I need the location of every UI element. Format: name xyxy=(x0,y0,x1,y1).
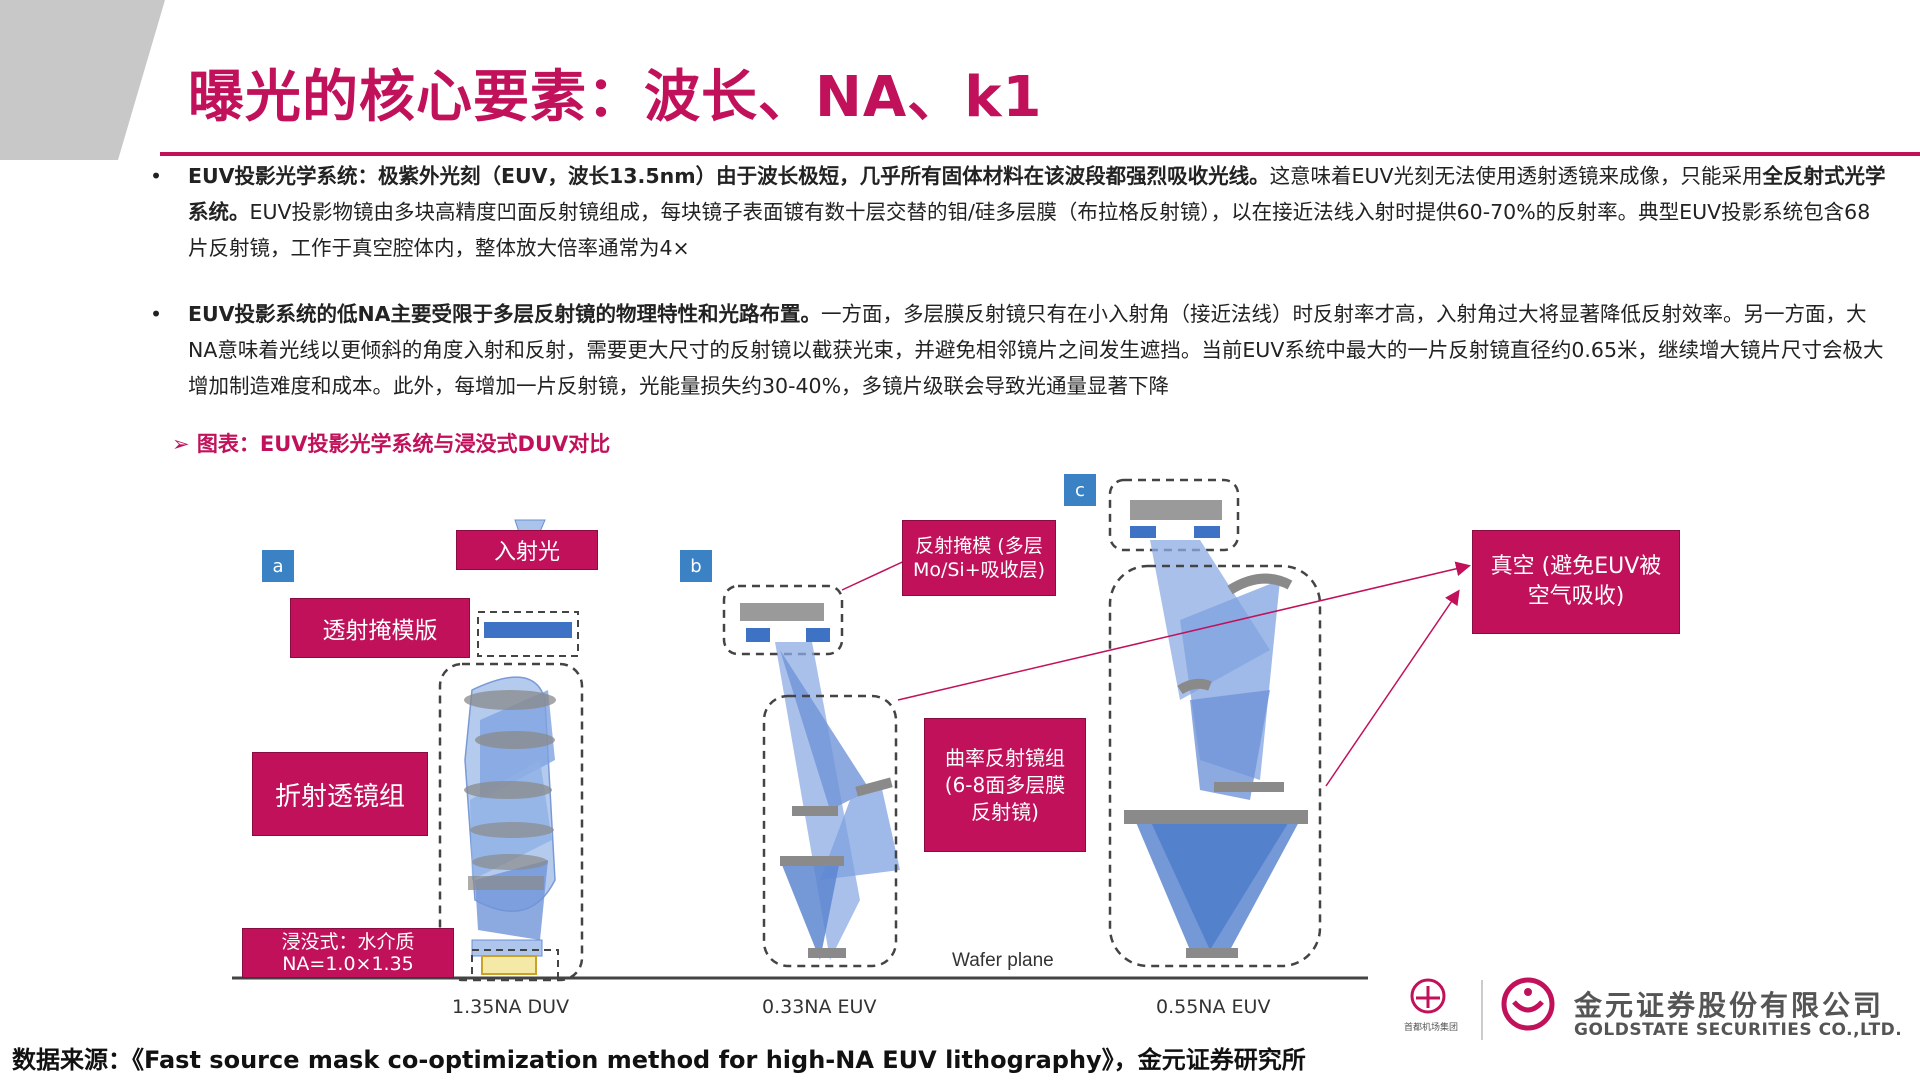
vacuum-arrow-1 xyxy=(897,561,1471,701)
vacuum-arrow-2 xyxy=(1325,589,1460,787)
duv-immersion-dashed xyxy=(471,949,559,979)
panel-c-label: c xyxy=(1064,474,1096,506)
label-immersion-line2: NA=1.0×1.35 xyxy=(282,953,414,975)
bullet-text: EUV投影光学系统：极紫外光刻（EUV，波长13.5nm）由于波长极短，几乎所有… xyxy=(188,158,1890,266)
bullet-dot: • xyxy=(150,302,163,326)
company-logo: 首都机场集团 xyxy=(1404,977,1555,1040)
bullet-plain-text-2: EUV投影物镜由多块高精度凹面反射镜组成，每块镜子表面镀有数十层交替的钼/硅多层… xyxy=(188,200,1871,260)
bullet-bold-text-2: 全反射式光学系统。 xyxy=(188,164,1886,224)
euv055-mirrors-dashed xyxy=(1108,564,1322,968)
euv033-mask-dashed xyxy=(722,584,844,656)
euv033-mirrors-dashed xyxy=(762,694,898,968)
label-incident-light: 入射光 xyxy=(456,530,598,570)
panel-a-label: a xyxy=(262,550,294,582)
wafer-plane-label: Wafer plane xyxy=(952,950,1054,971)
airport-logo-icon: 首都机场集团 xyxy=(1404,978,1458,1033)
euv055-mask-dashed xyxy=(1108,478,1240,552)
figure-caption: ➢ 图表：EUV投影光学系统与浸没式DUV对比 xyxy=(172,432,611,456)
na-label-duv: 1.35NA DUV xyxy=(452,996,570,1018)
bullet-text: EUV投影系统的低NA主要受限于多层反射镜的物理特性和光路布置。一方面，多层膜反… xyxy=(188,296,1890,404)
euv055-optics xyxy=(1108,478,1322,968)
na-label-euv055: 0.55NA EUV xyxy=(1156,996,1271,1018)
page-title: 曝光的核心要素：波长、NA、k1 xyxy=(188,65,1043,130)
bullet-euv-optics: • EUV投影光学系统：极紫外光刻（EUV，波长13.5nm）由于波长极短，几乎… xyxy=(150,158,1890,266)
duv-lens-dashed xyxy=(438,662,584,982)
euv033-optics xyxy=(722,584,900,968)
data-source: 数据来源：《Fast source mask co-optimization m… xyxy=(12,1046,1306,1074)
label-reflective-mask: 反射掩模 (多层Mo/Si+吸收层) xyxy=(902,520,1056,596)
na-label-euv033: 0.33NA EUV xyxy=(762,996,877,1018)
label-curved-mirror-group: 曲率反射镜组 (6-8面多层膜反射镜) xyxy=(924,718,1086,852)
label-refractive-lens-group: 折射透镜组 xyxy=(252,752,428,836)
bullet-bold-text: EUV投影系统的低NA主要受限于多层反射镜的物理特性和光路布置。 xyxy=(188,302,822,326)
logo-company-en: GOLDSTATE SECURITIES CO.,LTD. xyxy=(1574,1020,1903,1040)
bullet-plain-text: 这意味着EUV光刻无法使用透射透镜来成像，只能采用 xyxy=(1269,164,1763,188)
duv-mask-dashed xyxy=(477,611,579,657)
goldstate-logo-icon xyxy=(1501,977,1555,1031)
title-divider xyxy=(160,152,1920,156)
label-transmission-mask: 透射掩模版 xyxy=(290,598,470,658)
svg-text:首都机场集团: 首都机场集团 xyxy=(1404,1021,1458,1033)
label-immersion: 浸没式：水介质 NA=1.0×1.35 xyxy=(242,928,454,978)
bullet-plain-text: 一方面，多层膜反射镜只有在小入射角（接近法线）时反射率才高，入射角过大将显著降低… xyxy=(188,302,1884,398)
label-vacuum: 真空 (避免EUV被空气吸收) xyxy=(1472,530,1680,634)
bullet-bold-text: EUV投影光学系统：极紫外光刻（EUV，波长13.5nm）由于波长极短，几乎所有… xyxy=(188,164,1270,188)
label-immersion-line1: 浸没式：水介质 xyxy=(281,931,415,953)
logo-company-cn: 金元证券股份有限公司 xyxy=(1574,989,1885,1022)
duv-lens-stack xyxy=(438,519,584,982)
panel-b-label: b xyxy=(680,550,712,582)
bullet-low-na: • EUV投影系统的低NA主要受限于多层反射镜的物理特性和光路布置。一方面，多层… xyxy=(150,296,1890,404)
bullet-dot: • xyxy=(150,164,163,188)
corner-decoration xyxy=(0,0,165,160)
